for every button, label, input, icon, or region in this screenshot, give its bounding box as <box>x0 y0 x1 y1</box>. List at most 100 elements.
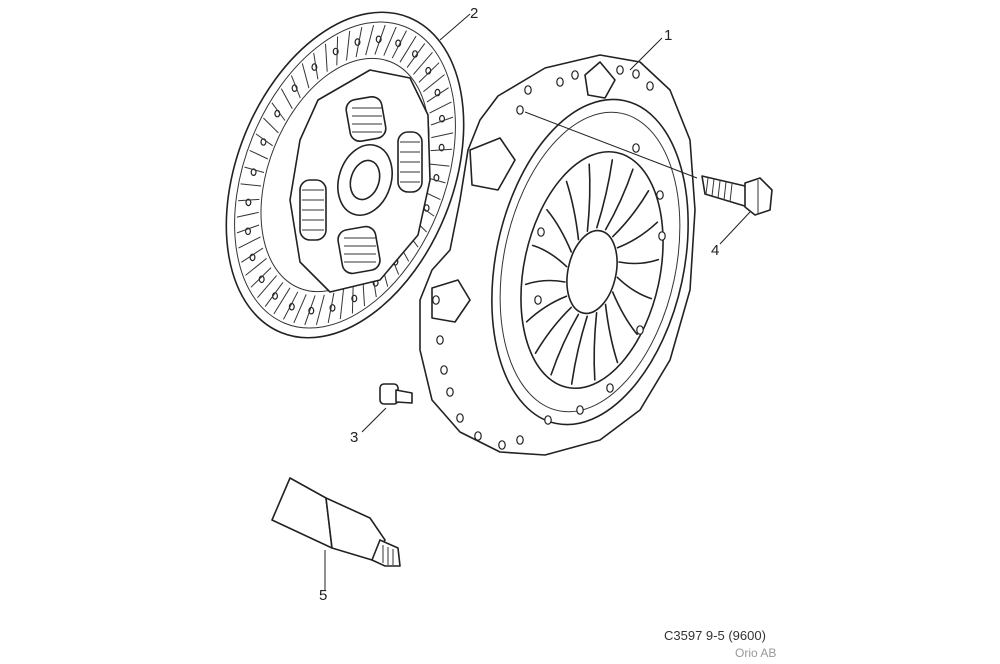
cover-hole <box>556 77 564 87</box>
cover-hole <box>498 440 506 450</box>
pressure-plate <box>419 54 696 456</box>
cover-hole <box>616 65 624 75</box>
cover-hole <box>656 190 664 200</box>
disc-rivet <box>274 109 281 118</box>
cover-hole <box>537 227 545 237</box>
cover-hole <box>436 335 444 345</box>
diaphragm-finger <box>596 159 614 229</box>
disc-groove <box>355 27 363 58</box>
disc-groove <box>241 247 264 263</box>
leader-lines <box>324 13 751 590</box>
disc-groove <box>426 87 449 103</box>
diaphragm-finger <box>531 244 568 268</box>
diaphragm-finger <box>604 168 634 231</box>
callout-1: 1 <box>664 27 672 44</box>
disc-groove <box>236 211 259 218</box>
diaphragm-finger <box>565 180 580 241</box>
callout-3: 3 <box>350 429 358 446</box>
disc-rivet <box>250 168 257 177</box>
disc-groove <box>429 101 452 114</box>
disc-groove <box>238 198 260 202</box>
bolt-part-4 <box>701 175 773 216</box>
disc-groove <box>283 291 299 320</box>
diaphragm-finger <box>618 258 660 265</box>
disc-groove <box>399 35 417 63</box>
disc-groove <box>240 183 262 187</box>
disc-groove <box>346 30 351 61</box>
disc-groove <box>430 148 452 152</box>
disc-groove <box>301 63 310 89</box>
diaphragm-finger <box>524 279 566 286</box>
disc-groove <box>244 166 265 173</box>
disc-groove <box>238 236 261 249</box>
disc-groove <box>250 267 272 288</box>
disc-groove <box>423 74 445 92</box>
disc-rivet <box>438 143 445 152</box>
disc-groove <box>245 258 267 276</box>
disc-rivet <box>433 174 440 182</box>
diaphragm-finger <box>611 291 638 336</box>
cover-hole <box>432 295 440 305</box>
disc-groove <box>264 282 284 307</box>
disc-groove <box>313 52 319 80</box>
diaphragm-finger <box>612 190 650 238</box>
disc-groove <box>271 102 286 121</box>
diaphragm-finger <box>525 295 568 323</box>
disc-groove <box>236 224 260 234</box>
disc-groove <box>327 292 335 323</box>
diaphragm-finger <box>593 312 598 381</box>
disc-groove <box>391 30 407 59</box>
diaphragm-finger <box>570 315 588 385</box>
disc-groove <box>263 117 279 134</box>
diaphragm-spring-fingers <box>524 159 660 385</box>
diaphragm-finger <box>546 208 573 253</box>
cover-hole <box>606 383 614 393</box>
cover-hole <box>632 143 640 153</box>
disc-groove <box>304 295 316 326</box>
diaphragm-finger <box>586 163 591 232</box>
grease-tube-part-5 <box>271 477 401 567</box>
disc-groove <box>273 287 291 315</box>
disc-groove <box>293 294 307 324</box>
disc-groove <box>255 133 273 147</box>
cover-hole <box>534 295 542 305</box>
cover-hole <box>456 413 464 423</box>
diaphragm-finger <box>550 313 580 376</box>
cover-hole <box>446 387 454 397</box>
cover-hole <box>524 85 532 95</box>
disc-rivet <box>245 198 252 207</box>
disc-groove <box>413 51 433 75</box>
clutch-disc <box>225 11 465 339</box>
disc-groove <box>339 289 344 320</box>
disc-groove <box>428 163 450 167</box>
cover-hole <box>474 431 482 441</box>
callout-5: 5 <box>319 587 327 604</box>
company-name: Orio AB <box>735 646 777 660</box>
cover-mounting-holes <box>432 65 666 450</box>
diaphragm-finger <box>616 221 659 249</box>
disc-groove <box>290 75 301 99</box>
disc-friction-grooves <box>236 24 454 326</box>
disc-groove <box>257 275 277 299</box>
disc-groove <box>315 294 325 326</box>
disc-groove <box>431 132 454 139</box>
cover-hole <box>576 405 584 415</box>
cover-hole <box>544 415 552 425</box>
disc-groove <box>383 26 397 56</box>
diaphragm-finger <box>616 276 653 300</box>
disc-groove <box>351 284 354 314</box>
cover-hole <box>516 435 524 445</box>
disc-groove <box>430 116 454 126</box>
cover-hole <box>636 325 644 335</box>
disc-groove <box>336 36 339 66</box>
callout-2: 2 <box>470 5 478 22</box>
cover-hole <box>516 105 524 115</box>
bolt-part-3 <box>379 383 413 405</box>
disc-groove <box>406 43 426 68</box>
disc-groove <box>249 149 269 160</box>
damper-springs <box>299 95 423 275</box>
cover-hole <box>658 231 666 241</box>
disc-groove <box>374 24 386 55</box>
diaphragm-finger <box>534 306 572 354</box>
